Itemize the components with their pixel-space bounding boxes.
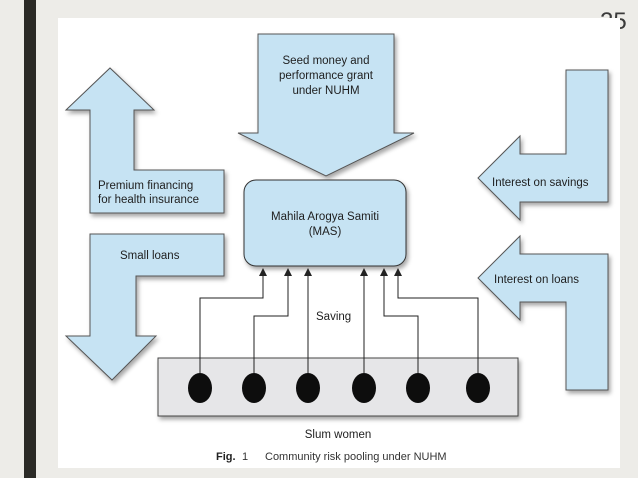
mas-label-1: Mahila Arogya Samiti [271,211,379,223]
interest-savings-label: Interest on savings [492,177,589,189]
seed-money-arrow [237,33,415,177]
connector-1 [199,268,267,373]
seed-money-label-3: under NUHM [292,85,359,97]
premium-financing-arrow [64,67,225,214]
woman-dot-1 [188,373,212,403]
woman-dot-6 [466,373,490,403]
diagram-svg: Seed money and performance grant under N… [64,33,609,463]
interest-savings-arrow [477,69,609,222]
caption-fig-number: 1 [242,451,248,463]
seed-money-label-1: Seed money and [283,55,370,67]
slum-women-strip [157,357,519,417]
slum-women-label: Slum women [305,429,371,441]
premium-label-2: for health insurance [98,194,199,206]
woman-dot-2 [242,373,266,403]
women-dots [188,373,490,403]
connector-2 [253,268,292,373]
woman-dot-3 [296,373,320,403]
saving-connectors [199,268,479,373]
caption-fig-label: Fig. [216,451,236,463]
small-loans-arrow [64,233,225,381]
premium-label-1: Premium financing [98,180,193,192]
interest-loans-label: Interest on loans [494,274,579,286]
mas-label-2: (MAS) [309,226,342,238]
seed-money-label-2: performance grant [279,70,374,82]
interest-loans-arrow [477,234,609,391]
connector-5 [380,268,419,373]
caption-text: Community risk pooling under NUHM [265,451,447,463]
saving-label: Saving [316,311,351,323]
connector-6 [394,268,479,373]
mas-box [243,179,407,267]
small-loans-label: Small loans [120,250,180,262]
diagram-canvas: Seed money and performance grant under N… [58,18,620,468]
woman-dot-4 [352,373,376,403]
woman-dot-5 [406,373,430,403]
slide-left-bar [24,0,36,478]
